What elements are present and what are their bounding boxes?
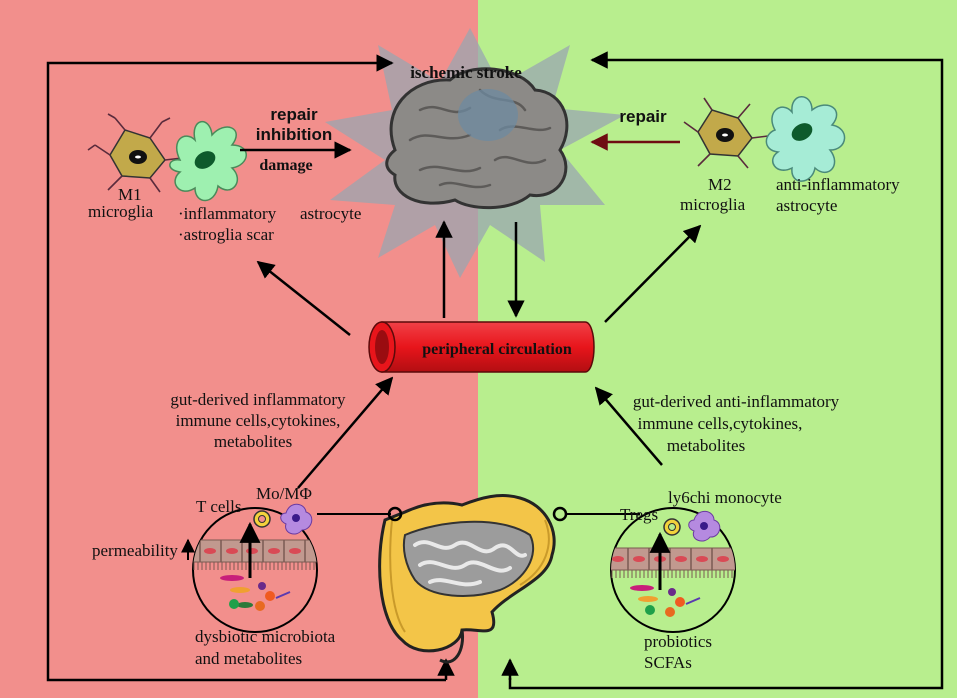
m2-microglia-cell [683,97,769,169]
astrocyte-line-2: ·astroglia scar [178,225,274,244]
right-gut-text-1: gut-derived anti-inflammatory [633,392,840,411]
anti-inflammatory-astrocyte-cell [765,96,846,182]
peripheral-circulation-vessel [368,321,595,373]
right-loop-arrow [508,51,944,690]
damage-label: damage [259,157,312,174]
m2-label-2: microglia [680,195,746,214]
inhibition-label: inhibition [256,125,332,144]
brain [385,67,569,210]
tregs-label: Tregs [620,505,658,524]
dysbiotic-label-2: and metabolites [195,649,302,668]
right-gut-to-vessel-arrow [594,386,663,466]
left-loop-arrow [46,54,446,682]
astrocyte-line-1: ·inflammatory [178,204,277,223]
vessel-to-m1-arrow [256,260,351,336]
repair-label-left: repair [270,105,318,124]
ly6chi-label: ly6chi monocyte [668,488,782,507]
m2-label-1: M2 [708,175,732,194]
m1-microglia-cell [87,113,183,193]
repair-label-right: repair [619,107,667,126]
left-gut-to-vessel-arrow [297,376,394,489]
vessel-to-m2-arrow [604,224,702,323]
left-gut-text-1: gut-derived inflammatory [170,390,346,409]
m1-label-1: M1 [118,185,142,204]
probiotics-label: probiotics [644,632,712,651]
left-gut-wall-magnification [192,503,318,633]
right-gut-text-3: metabolites [667,436,745,455]
astrocyte-line-1b: astrocyte [300,204,361,223]
right-gut-text-2: immune cells,cytokines, [638,414,803,433]
left-magnify-ring [387,506,403,522]
mo-label: Mo/MΦ [256,484,312,503]
vessel-label: peripheral circulation [422,341,572,358]
left-gut-text-2: immune cells,cytokines, [176,411,341,430]
anti-astro-line-1: anti-inflammatory [776,175,900,194]
right-gut-wall-magnification [610,507,736,633]
inflammatory-astrocyte-cell [169,121,247,202]
stroke-title: ischemic stroke [410,63,522,82]
t-cells-label: T cells [196,497,241,516]
intestine [378,494,556,664]
m1-label-2: microglia [88,202,154,221]
probiotic-shapes [630,585,654,591]
scfas-label: SCFAs [644,653,692,672]
bacteria-shapes [220,575,244,581]
left-gut-text-3: metabolites [214,432,292,451]
right-magnify-ring [552,506,568,522]
infarct-area [458,89,518,141]
dysbiotic-label-1: dysbiotic microbiota [195,627,336,646]
permeability-label: permeability [92,541,178,560]
anti-astro-line-2: astrocyte [776,196,837,215]
